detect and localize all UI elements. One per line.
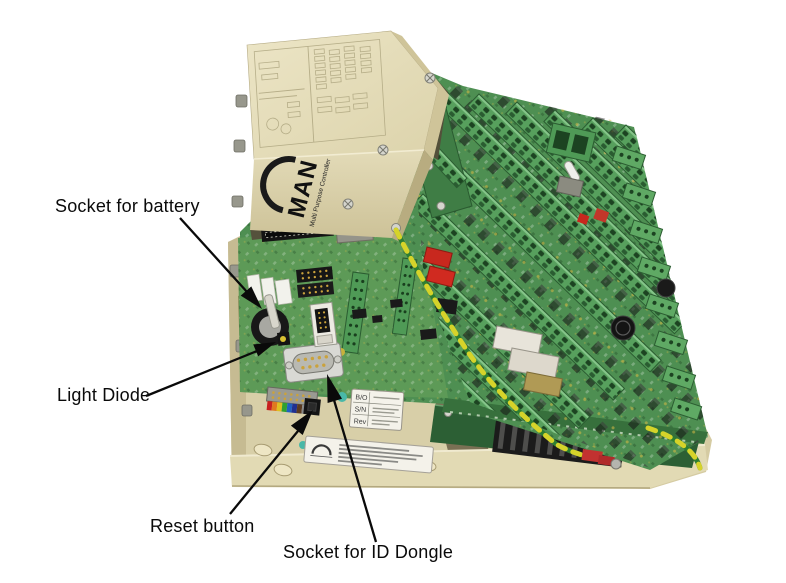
capacitor <box>610 315 636 341</box>
light-diode-led <box>277 331 291 346</box>
edge-connectors <box>611 145 703 421</box>
annotation-battery-arrowhead <box>240 286 262 309</box>
annotation-id-dongle-arrow <box>332 399 378 543</box>
db9-connector <box>282 342 344 383</box>
cover-right-flap <box>391 31 449 160</box>
annotation-battery-arrow <box>179 217 249 294</box>
man-arch-icon <box>260 156 297 214</box>
reset-button <box>303 398 321 416</box>
annotation-light-diode-label: Light Diode <box>57 385 150 405</box>
annotation-reset-label: Reset button <box>150 516 254 536</box>
annotation-reset-arrowhead <box>290 410 313 435</box>
annotation-light-diode-arrowhead <box>253 342 276 357</box>
annotation-light-diode: Light Diode <box>57 342 276 405</box>
red-dip-switches <box>422 246 456 288</box>
annotation-battery-label: Socket for battery <box>55 196 200 216</box>
annotation-battery: Socket for battery <box>55 196 262 309</box>
annotation-reset: Reset button <box>150 410 313 536</box>
product-sticker <box>303 435 434 474</box>
red-jumper <box>576 212 590 225</box>
annotation-id-dongle: Socket for ID Dongle <box>283 374 453 562</box>
cover-front-face <box>250 150 424 238</box>
sticker-row-label: B/O <box>355 394 368 402</box>
annotation-id-dongle-label: Socket for ID Dongle <box>283 542 453 562</box>
annotation-reset-arrow <box>229 430 299 515</box>
battery-eject-lever <box>264 294 280 329</box>
id-dongle-socket <box>309 301 338 348</box>
sticker-row-label: S/N <box>354 406 366 414</box>
cover-print <box>253 38 386 148</box>
man-arch-small-icon <box>311 444 332 456</box>
power-connector <box>545 122 597 198</box>
ground-terminal <box>581 449 622 470</box>
sticker-row-label: Rev <box>353 418 366 426</box>
annotation-id-dongle-arrowhead <box>327 374 342 403</box>
idc-header <box>296 266 335 298</box>
annotation-light-diode-arrow <box>145 349 258 398</box>
cover-screws <box>342 72 436 210</box>
ground-wire <box>391 223 703 471</box>
cover: MAN Multi Purpose Controller <box>246 30 449 242</box>
inductor <box>522 371 563 398</box>
capacitor <box>656 278 676 298</box>
annotations: Socket for battery Light Diode Reset but… <box>55 196 453 562</box>
mounting-hole <box>273 463 293 477</box>
red-jumper <box>593 208 610 223</box>
relays-and-caps <box>492 208 676 398</box>
front-panel-items: B/O S/N Rev <box>265 386 434 474</box>
serial-sticker: B/O S/N Rev <box>348 388 405 431</box>
mounting-hole <box>253 443 273 457</box>
